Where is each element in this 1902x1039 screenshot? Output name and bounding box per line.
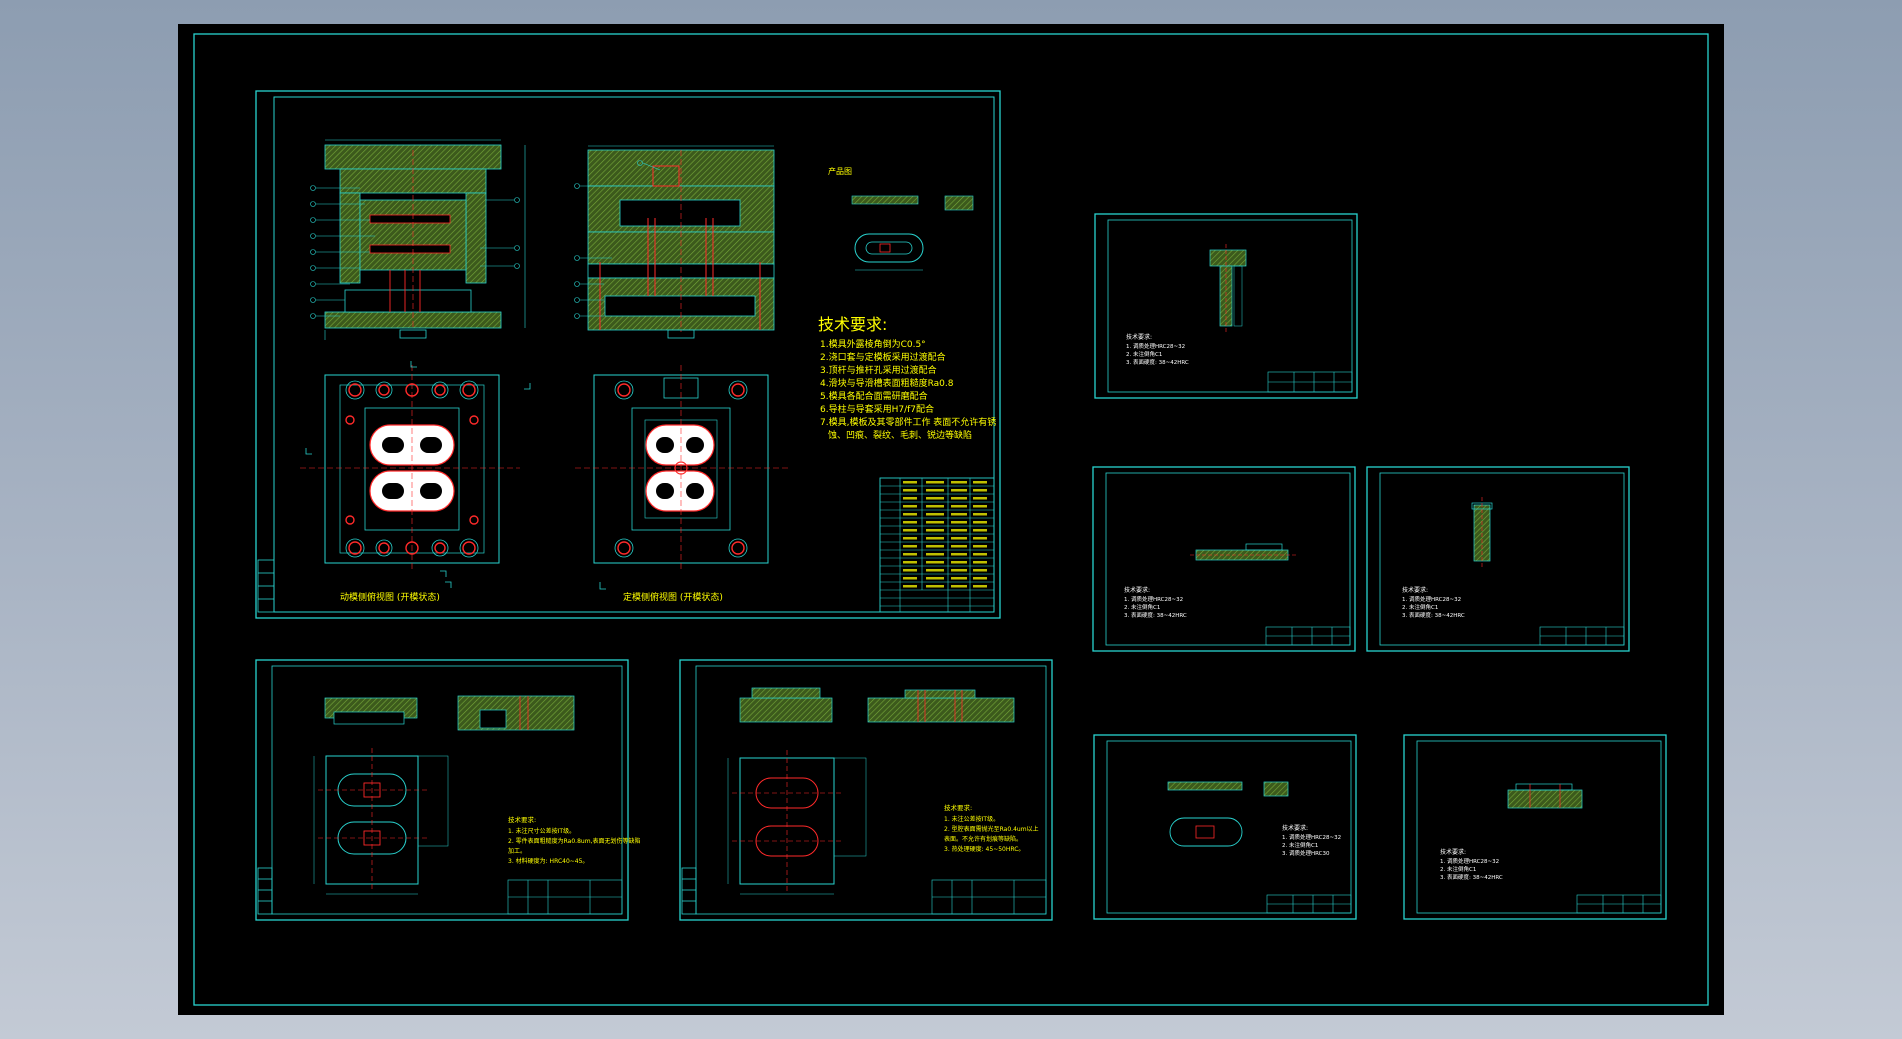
part-sheet-2[interactable]: 技术要求: 1. 调质处理HRC28~32 2. 未注倒角C1 3. 表面硬度:… [1092,466,1356,652]
title-block [1576,894,1662,914]
caption-moving-side: 动模侧俯视图 (开模状态) [340,591,440,603]
note-title: 技术要求: [1440,848,1466,856]
tech-item: 6.导柱与导套采用H7/f7配合 [820,403,934,415]
caption-fixed-side: 定模侧俯视图 (开模状态) [623,591,723,603]
note-title: 技术要求: [944,803,972,812]
note-line: 2. 未注倒角C1 [1402,603,1438,611]
note-title: 技术要求: [1124,586,1150,594]
note-line: 2. 零件表面粗糙度为Ra0.8um,表面无划伤等缺陷 [508,837,640,845]
note-line: 2. 未注倒角C1 [1282,841,1318,849]
note-title: 技术要求: [1126,333,1152,341]
note-title: 技术要求: [1402,586,1428,594]
tech-requirements-title: 技术要求: [818,315,887,334]
section-view-right [574,145,775,339]
bill-of-materials [879,477,995,613]
plan-view-fixed-side [575,365,790,590]
tech-item: 5.模具各配合面需研磨配合 [820,390,928,402]
outer-frame [193,33,1709,1006]
tech-item: 3.顶杆与推杆孔采用过渡配合 [820,364,937,376]
tech-item: 蚀、凹痕、裂纹、毛刺、锐边等缺陷 [828,429,972,441]
note-line: 1. 调质处理HRC28~32 [1124,595,1183,603]
note-line: 2. 未注倒角C1 [1124,603,1160,611]
note-line: 1. 调质处理HRC28~32 [1402,595,1461,603]
plate-sheet-right[interactable]: 技术要求: 1. 未注公差按IT级。 2. 型腔表面需抛光至Ra0.4um以上 … [679,659,1053,921]
note-line: 2. 未注倒角C1 [1126,350,1162,358]
note-line: 3. 材料硬度为: HRC40~45。 [508,857,588,865]
plate-notes-right: 技术要求: 1. 未注公差按IT级。 2. 型腔表面需抛光至Ra0.4um以上 … [944,803,1039,853]
plate-notes-left: 技术要求: 1. 未注尺寸公差按IT级。 2. 零件表面粗糙度为Ra0.8um,… [508,815,640,865]
product-drawing-label: 产品图 [828,166,852,176]
note-line: 1. 调质处理HRC28~32 [1126,342,1185,350]
note-line: 3. 表面硬度: 38~42HRC [1402,611,1465,619]
note-line: 1. 未注尺寸公差按IT级。 [508,827,575,835]
note-line: 3. 热处理硬度: 45~50HRC。 [944,845,1024,853]
title-block [1267,371,1353,393]
note-line: 表面。不允许有划痕等缺陷。 [944,835,1022,843]
title-block [931,879,1047,915]
title-block [1266,894,1352,914]
section-view-left [310,139,526,340]
note-line: 1. 未注公差按IT级。 [944,815,999,823]
tech-item: 1.模具外露棱角倒为C0.5° [820,338,926,350]
tech-item: 2.浇口套与定模板采用过渡配合 [820,351,946,363]
note-title: 技术要求: [1282,824,1308,832]
note-line: 3. 表面硬度: 38~42HRC [1124,611,1187,619]
note-title: 技术要求: [508,815,536,824]
note-line: 3. 调质处理HRC30 [1282,849,1330,857]
part-sheet-3[interactable]: 技术要求: 1. 调质处理HRC28~32 2. 未注倒角C1 3. 表面硬度:… [1366,466,1630,652]
title-block [1539,626,1625,646]
note-line: 1. 调质处理HRC28~32 [1440,857,1499,865]
part-sheet-1[interactable]: 技术要求: 1. 调质处理HRC28~32 2. 未注倒角C1 3. 表面硬度:… [1094,213,1358,399]
plan-view-moving-side [300,361,531,588]
plate-sheet-left[interactable]: 技术要求: 1. 未注尺寸公差按IT级。 2. 零件表面粗糙度为Ra0.8um,… [255,659,640,921]
note-line: 2. 型腔表面需抛光至Ra0.4um以上 [944,825,1039,833]
part-sheet-5[interactable]: 技术要求: 1. 调质处理HRC28~32 2. 未注倒角C1 3. 表面硬度:… [1403,734,1667,920]
tech-item: 4.滑块与导滑槽表面粗糙度Ra0.8 [820,377,954,389]
note-line: 3. 表面硬度: 38~42HRC [1440,873,1503,881]
title-block [1265,626,1351,646]
tech-item: 7.模具,模板及其零部件工作 表面不允许有锈 [820,416,996,428]
assembly-tech-requirements: 技术要求: 1.模具外露棱角倒为C0.5° 2.浇口套与定模板采用过渡配合 3.… [818,315,996,441]
note-line: 2. 未注倒角C1 [1440,865,1476,873]
product-drawing: 产品图 [828,166,974,271]
part-sheet-4[interactable]: 技术要求: 1. 调质处理HRC28~32 2. 未注倒角C1 3. 调质处理H… [1093,734,1357,920]
note-line: 3. 表面硬度: 38~42HRC [1126,358,1189,366]
note-line: 1. 调质处理HRC28~32 [1282,833,1341,841]
assembly-sheet[interactable]: 产品图 技术要求: 1.模具外露棱角倒为C0.5° 2.浇口套与定模板采用过渡配… [255,90,1001,619]
title-block [507,879,623,915]
note-line: 加工。 [508,847,526,855]
